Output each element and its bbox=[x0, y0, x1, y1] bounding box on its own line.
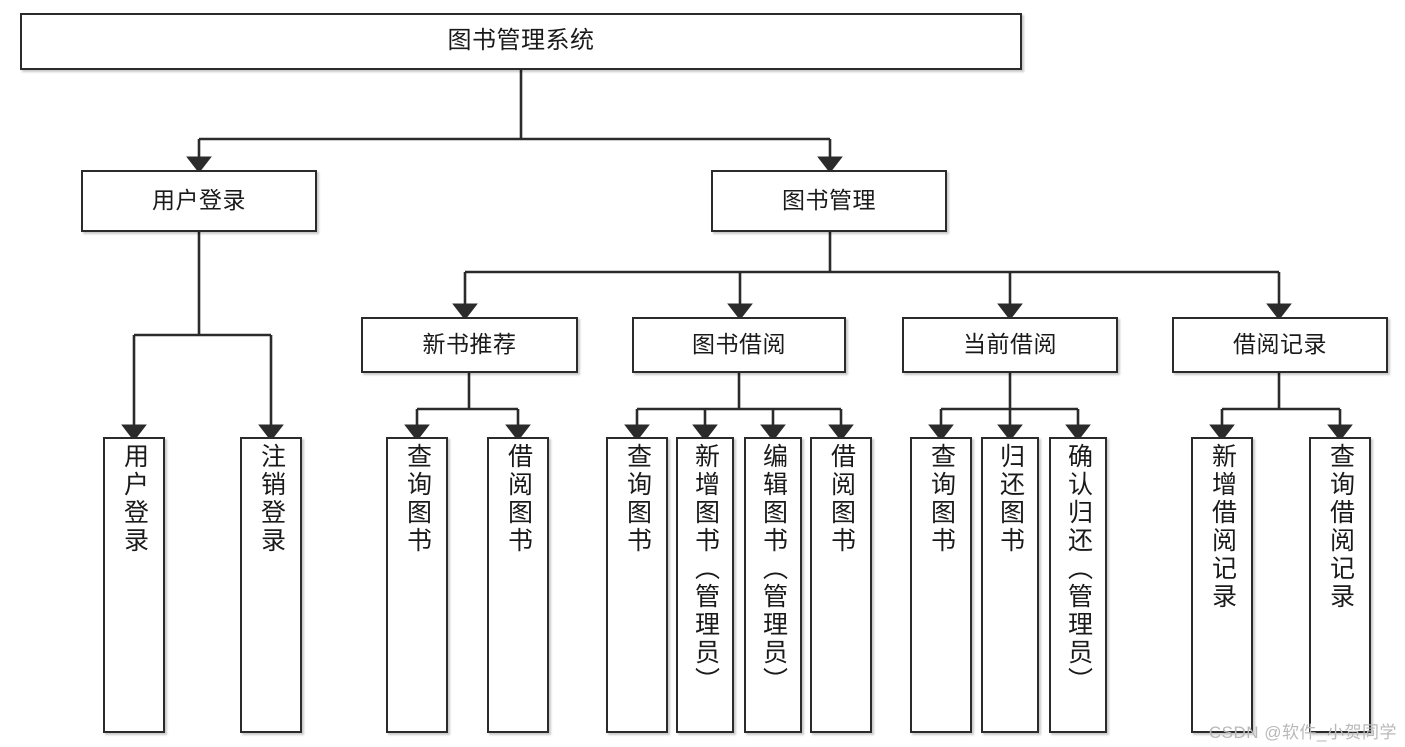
leaf-add-book-label: 新增图书（管理员） bbox=[691, 443, 720, 695]
leaf-borrow-book-2-label: 借阅图书 bbox=[827, 443, 856, 555]
node-user-login-label: 用户登录 bbox=[152, 187, 246, 214]
leaf-query-book-2[interactable]: 查询图书 bbox=[606, 437, 668, 733]
node-new-book-recommend-label: 新书推荐 bbox=[422, 331, 517, 358]
leaf-query-record[interactable]: 查询借阅记录 bbox=[1309, 437, 1371, 733]
leaf-edit-book-label: 编辑图书（管理员） bbox=[759, 443, 788, 695]
csdn-watermark: CSDN @软件_小贺同学 bbox=[1208, 723, 1397, 742]
node-current-borrow[interactable]: 当前借阅 bbox=[902, 317, 1118, 373]
leaf-borrow-book-1-label: 借阅图书 bbox=[504, 443, 533, 555]
leaf-borrow-book-2[interactable]: 借阅图书 bbox=[810, 437, 872, 733]
node-book-management[interactable]: 图书管理 bbox=[711, 170, 947, 232]
node-book-management-label: 图书管理 bbox=[782, 187, 876, 214]
leaf-user-login-label: 用户登录 bbox=[120, 443, 149, 555]
leaf-user-logout[interactable]: 注销登录 bbox=[240, 437, 302, 733]
leaf-user-logout-label: 注销登录 bbox=[257, 443, 286, 555]
leaf-query-book-3-label: 查询图书 bbox=[927, 443, 956, 555]
leaf-borrow-book-1[interactable]: 借阅图书 bbox=[487, 437, 549, 733]
node-new-book-recommend[interactable]: 新书推荐 bbox=[361, 317, 578, 373]
node-user-login[interactable]: 用户登录 bbox=[81, 170, 317, 232]
leaf-add-record-label: 新增借阅记录 bbox=[1208, 443, 1237, 611]
node-book-borrow-label: 图书借阅 bbox=[692, 331, 786, 358]
leaf-query-book-1[interactable]: 查询图书 bbox=[386, 437, 448, 733]
leaf-confirm-return[interactable]: 确认归还（管理员） bbox=[1049, 437, 1107, 733]
node-current-borrow-label: 当前借阅 bbox=[963, 331, 1057, 358]
leaf-add-book[interactable]: 新增图书（管理员） bbox=[676, 437, 734, 733]
leaf-query-book-2-label: 查询图书 bbox=[623, 443, 652, 555]
leaf-edit-book[interactable]: 编辑图书（管理员） bbox=[744, 437, 802, 733]
leaf-add-record[interactable]: 新增借阅记录 bbox=[1191, 437, 1253, 733]
leaf-return-book[interactable]: 归还图书 bbox=[981, 437, 1039, 733]
leaf-user-login[interactable]: 用户登录 bbox=[103, 437, 165, 733]
node-root[interactable]: 图书管理系统 bbox=[20, 13, 1022, 70]
leaf-query-book-1-label: 查询图书 bbox=[403, 443, 432, 555]
node-borrow-record-label: 借阅记录 bbox=[1233, 331, 1327, 358]
leaf-query-book-3[interactable]: 查询图书 bbox=[910, 437, 972, 733]
leaf-return-book-label: 归还图书 bbox=[996, 443, 1025, 555]
node-borrow-record[interactable]: 借阅记录 bbox=[1172, 317, 1388, 373]
leaf-query-record-label: 查询借阅记录 bbox=[1326, 443, 1355, 611]
node-book-borrow[interactable]: 图书借阅 bbox=[632, 317, 846, 373]
node-root-label: 图书管理系统 bbox=[447, 27, 595, 55]
leaf-confirm-return-label: 确认归还（管理员） bbox=[1064, 443, 1093, 695]
